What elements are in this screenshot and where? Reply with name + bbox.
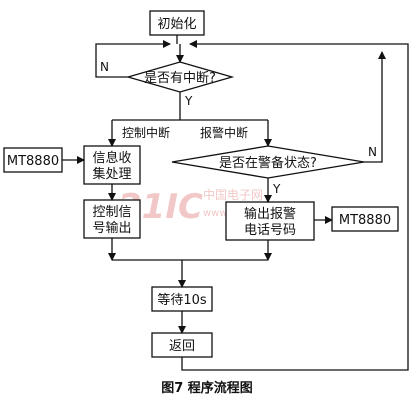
svg-text:MT8880: MT8880 — [7, 154, 59, 169]
node-init: 初始化 — [149, 10, 205, 36]
label-alert-yes: Y — [272, 182, 281, 196]
svg-text:初始化: 初始化 — [157, 17, 196, 32]
node-wait: 等待10s — [151, 286, 213, 312]
node-return: 返回 — [151, 332, 213, 358]
figure-caption: 图7 程序流程图 — [161, 380, 253, 396]
label-control-interrupt: 控制中断 — [122, 125, 170, 140]
edge-alert-no — [364, 51, 386, 163]
node-mt8880-left: MT8880 — [3, 147, 63, 173]
edge-return-loop — [181, 40, 409, 371]
connectors — [62, 35, 409, 371]
svg-text:信息收: 信息收 — [92, 150, 131, 166]
label-interrupt-no: N — [100, 60, 109, 74]
svg-text:是否有中断?: 是否有中断? — [144, 71, 216, 86]
svg-text:返回: 返回 — [169, 339, 195, 354]
watermark-site: 中国电子网 — [203, 187, 263, 202]
label-alert-no: N — [368, 145, 377, 159]
edge-interrupt-no — [95, 40, 171, 78]
decision-alert: 是否在警备状态? — [171, 145, 365, 179]
svg-text:等待10s: 等待10s — [157, 292, 207, 308]
svg-text:是否在警备状态?: 是否在警备状态? — [219, 155, 317, 171]
decision-interrupt: 是否有中断? — [125, 61, 235, 93]
svg-text:输出报警: 输出报警 — [244, 206, 296, 222]
node-control-output: 控制信 号输出 — [83, 199, 141, 239]
label-alarm-interrupt: 报警中断 — [200, 125, 248, 140]
node-dial-output: 输出报警 电话号码 — [225, 201, 315, 241]
label-interrupt-yes: Y — [184, 94, 193, 108]
node-mt8880-right: MT8880 — [331, 206, 399, 232]
node-collect: 信息收 集处理 — [83, 145, 141, 185]
svg-text:控制信: 控制信 — [92, 205, 131, 220]
svg-text:号输出: 号输出 — [92, 220, 131, 236]
svg-text:电话号码: 电话号码 — [244, 223, 296, 238]
svg-text:集处理: 集处理 — [92, 166, 131, 182]
svg-text:MT8880: MT8880 — [339, 213, 391, 228]
